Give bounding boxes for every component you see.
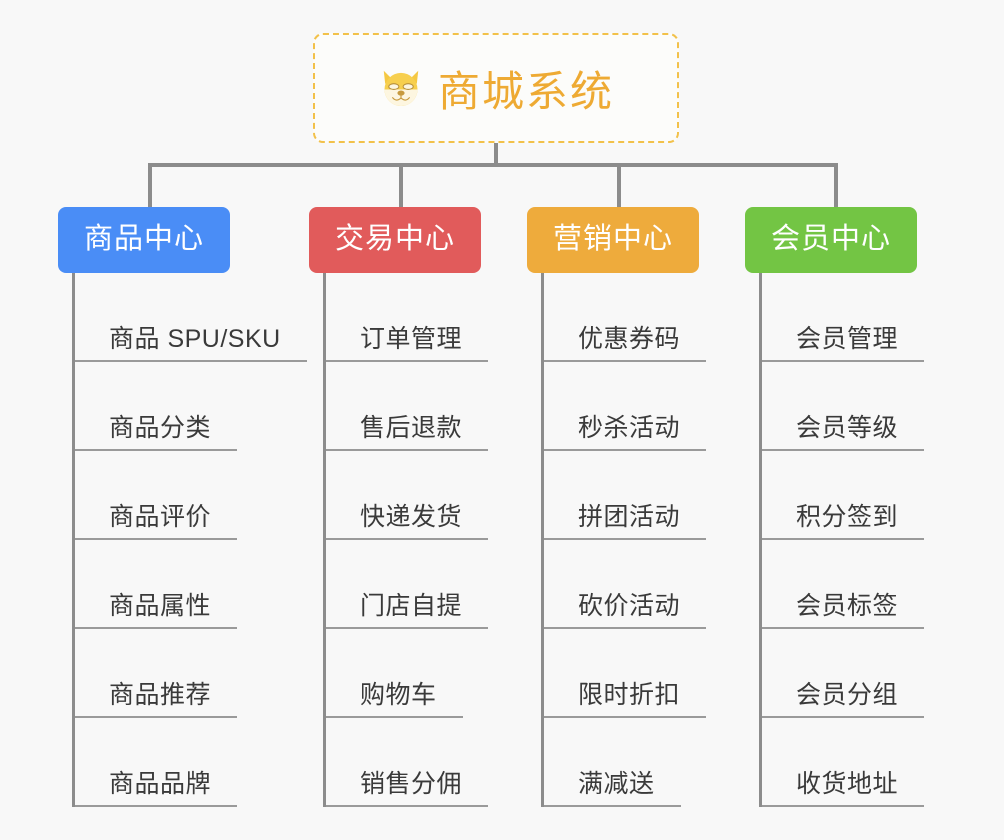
list-item[interactable]: 砍价活动	[544, 540, 707, 629]
list-item-label: 满减送	[578, 769, 655, 798]
list-item[interactable]: 销售分佣	[326, 718, 489, 807]
branch-items-member-center: 会员管理 会员等级 积分签到 会员标签 会员分组 收货地址	[759, 273, 925, 807]
list-item[interactable]: 商品属性	[75, 540, 238, 629]
branch-drop-line-3	[617, 163, 621, 209]
list-item-label: 门店自提	[360, 591, 463, 620]
list-item-label: 售后退款	[360, 413, 463, 442]
list-item-label: 秒杀活动	[578, 413, 681, 442]
list-item-label: 优惠券码	[578, 324, 681, 353]
list-item-label: 商品推荐	[109, 680, 212, 709]
root-node[interactable]: 商城系统	[313, 33, 679, 143]
branch-drop-line-1	[148, 163, 152, 209]
list-item-label: 订单管理	[360, 324, 463, 353]
list-item[interactable]: 订单管理	[326, 273, 489, 362]
list-item[interactable]: 优惠券码	[544, 273, 707, 362]
list-item[interactable]: 售后退款	[326, 362, 489, 451]
branch-header-label: 会员中心	[771, 223, 892, 255]
branch-header-trade-center[interactable]: 交易中心	[309, 207, 482, 273]
list-item[interactable]: 商品评价	[75, 451, 238, 540]
list-item-label: 商品分类	[109, 413, 212, 442]
branch-header-label: 商品中心	[84, 223, 205, 255]
list-item[interactable]: 快递发货	[326, 451, 489, 540]
list-item[interactable]: 门店自提	[326, 540, 489, 629]
list-item-label: 积分签到	[796, 502, 899, 531]
list-item[interactable]: 会员等级	[762, 362, 925, 451]
list-item-label: 拼团活动	[578, 502, 681, 531]
list-item[interactable]: 商品推荐	[75, 629, 238, 718]
list-item-label: 会员标签	[796, 591, 899, 620]
list-item-label: 会员等级	[796, 413, 899, 442]
list-item-label: 收货地址	[796, 769, 899, 798]
list-item-label: 快递发货	[360, 502, 463, 531]
list-item[interactable]: 限时折扣	[544, 629, 707, 718]
branch-header-label: 营销中心	[553, 223, 674, 255]
list-item-label: 会员分组	[796, 680, 899, 709]
branch-drop-line-2	[399, 163, 403, 209]
root-stem-line	[494, 143, 498, 165]
list-item-label: 商品评价	[109, 502, 212, 531]
list-item-label: 限时折扣	[578, 680, 681, 709]
list-item[interactable]: 积分签到	[762, 451, 925, 540]
list-item-label: 商品属性	[109, 591, 212, 620]
branch-header-label: 交易中心	[335, 223, 456, 255]
branch-header-marketing-center[interactable]: 营销中心	[527, 207, 700, 273]
list-item[interactable]: 拼团活动	[544, 451, 707, 540]
list-item-label: 商品品牌	[109, 769, 212, 798]
list-item[interactable]: 满减送	[544, 718, 699, 807]
branch-header-product-center[interactable]: 商品中心	[58, 207, 231, 273]
list-item-label: 砍价活动	[578, 591, 681, 620]
list-item-label: 商品 SPU/SKU	[109, 324, 281, 353]
branch-trade-center: 交易中心 订单管理 售后退款 快递发货 门店自提 购物车 销售分佣	[309, 207, 489, 807]
branch-bus-line	[148, 163, 838, 167]
list-item[interactable]: 会员标签	[762, 540, 925, 629]
branch-header-member-center[interactable]: 会员中心	[745, 207, 918, 273]
branch-items-product-center: 商品 SPU/SKU 商品分类 商品评价 商品属性 商品推荐 商品品牌	[72, 273, 307, 807]
list-item[interactable]: 秒杀活动	[544, 362, 707, 451]
dog-face-icon	[378, 65, 424, 111]
branch-items-trade-center: 订单管理 售后退款 快递发货 门店自提 购物车 销售分佣	[323, 273, 489, 807]
root-title: 商城系统	[437, 67, 614, 115]
list-item[interactable]: 商品分类	[75, 362, 238, 451]
list-item-label: 购物车	[360, 680, 437, 709]
branch-product-center: 商品中心 商品 SPU/SKU 商品分类 商品评价 商品属性 商品推荐 商品品牌	[58, 207, 307, 807]
branch-items-marketing-center: 优惠券码 秒杀活动 拼团活动 砍价活动 限时折扣 满减送	[541, 273, 707, 807]
branch-member-center: 会员中心 会员管理 会员等级 积分签到 会员标签 会员分组 收货地址	[745, 207, 925, 807]
list-item[interactable]: 商品 SPU/SKU	[75, 273, 307, 362]
branch-marketing-center: 营销中心 优惠券码 秒杀活动 拼团活动 砍价活动 限时折扣 满减送	[527, 207, 707, 807]
list-item-label: 会员管理	[796, 324, 899, 353]
list-item-label: 销售分佣	[360, 769, 463, 798]
list-item[interactable]: 会员管理	[762, 273, 925, 362]
branch-drop-line-4	[834, 163, 838, 209]
list-item[interactable]: 购物车	[326, 629, 481, 718]
list-item[interactable]: 收货地址	[762, 718, 925, 807]
list-item[interactable]: 会员分组	[762, 629, 925, 718]
list-item[interactable]: 商品品牌	[75, 718, 238, 807]
